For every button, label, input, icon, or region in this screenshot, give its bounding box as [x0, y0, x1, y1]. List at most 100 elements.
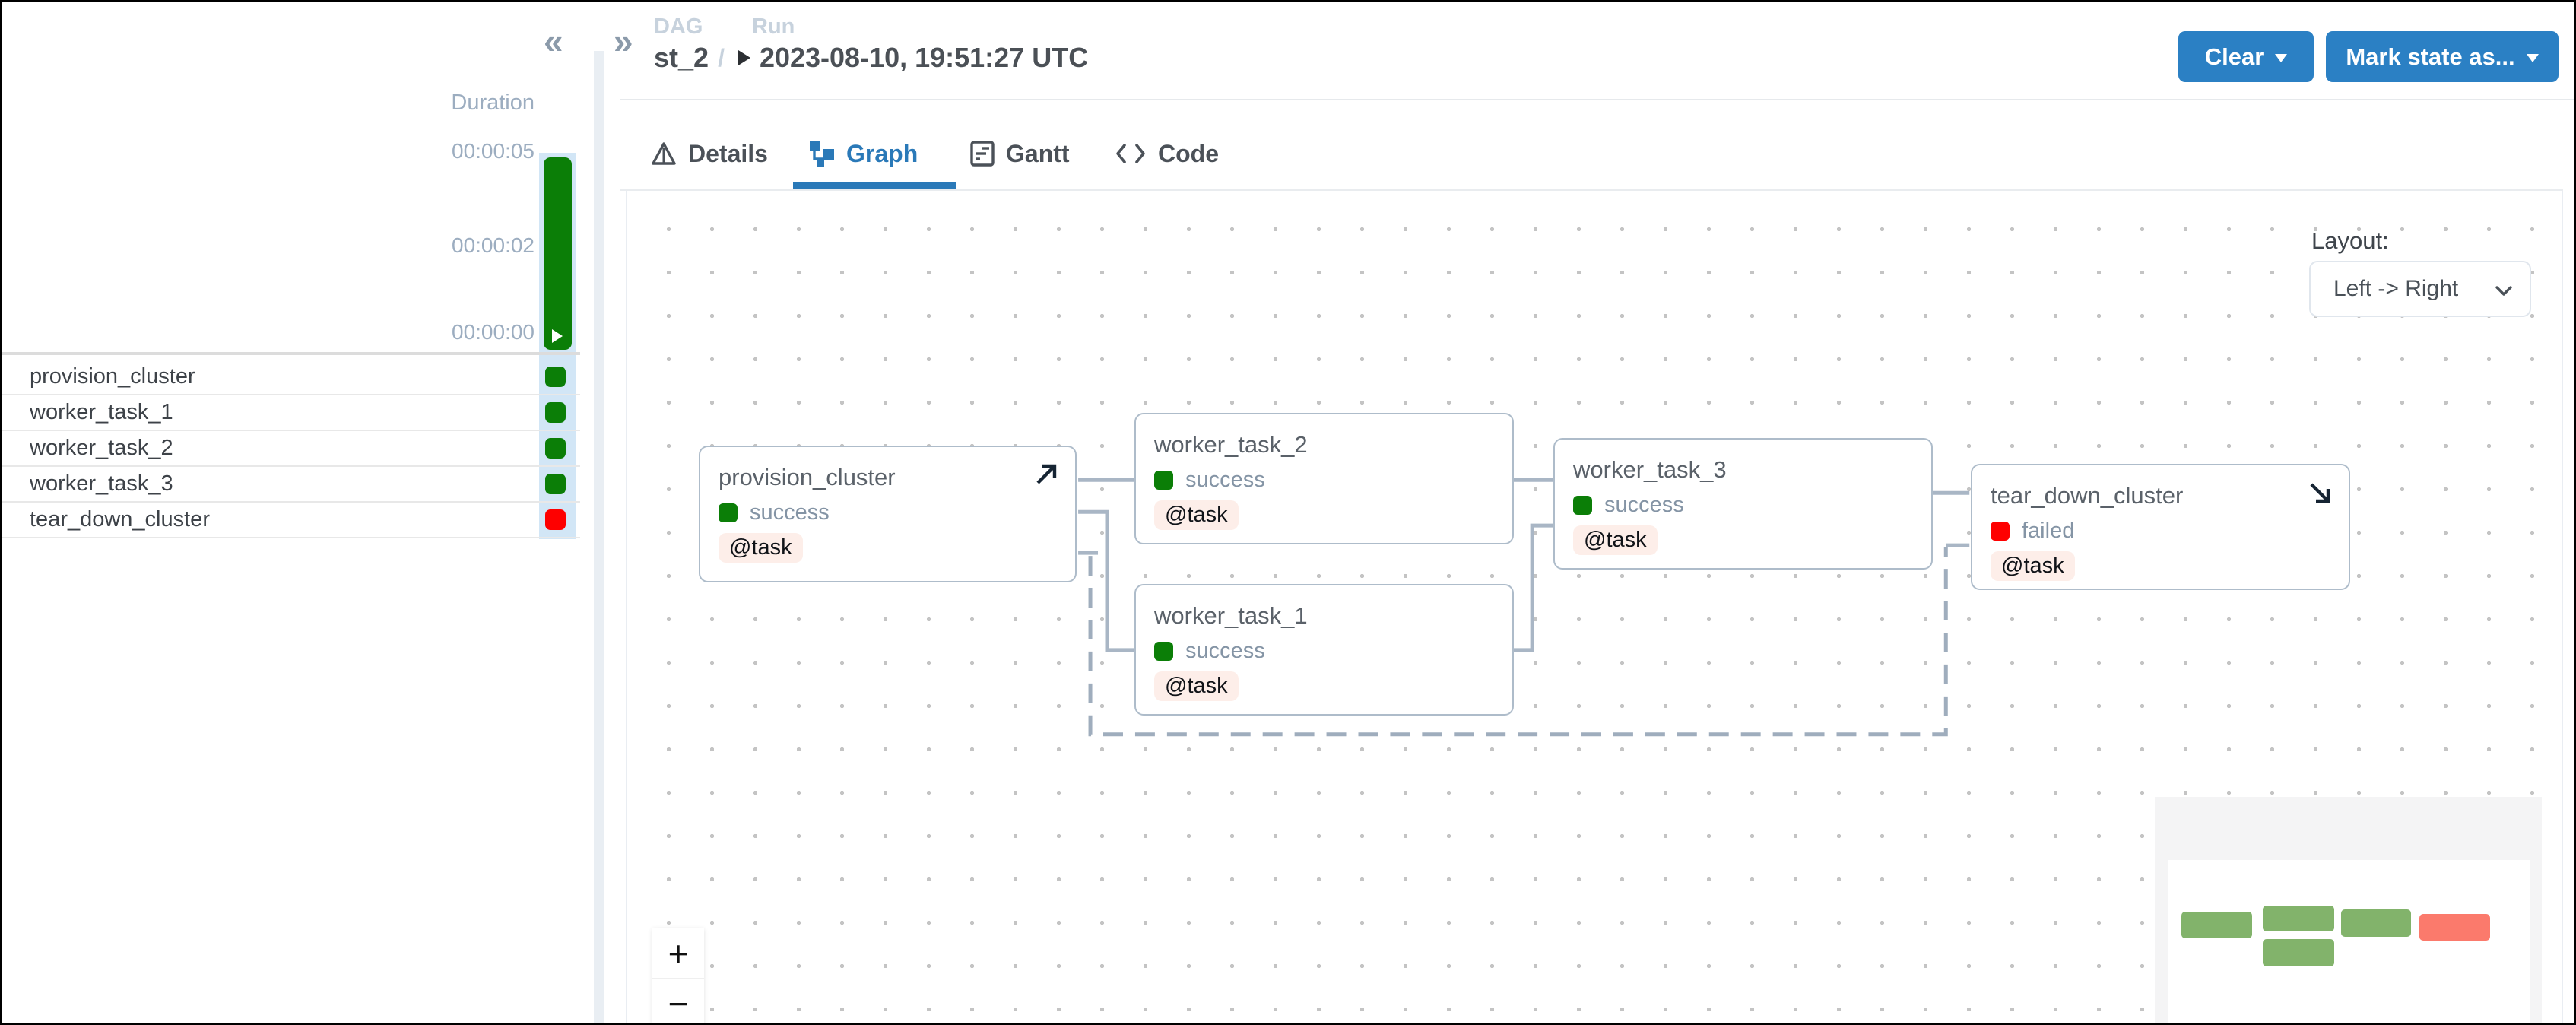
task-status-square[interactable]	[545, 438, 566, 459]
tab-label: Details	[688, 139, 768, 167]
node-title: worker_task_3	[1573, 456, 1727, 483]
task-row-tear-down-cluster[interactable]: tear_down_cluster	[2, 503, 580, 538]
mark-state-button-label: Mark state as...	[2346, 43, 2515, 70]
layout-label: Layout:	[2311, 227, 2389, 254]
header-divider	[620, 99, 2574, 100]
graph-minimap[interactable]	[2155, 797, 2542, 1023]
expand-down-right-icon[interactable]	[2306, 479, 2333, 506]
minimap-node-tear-down-cluster	[2419, 914, 2490, 941]
expand-panel-icon[interactable]: »	[614, 21, 633, 61]
expand-up-right-icon[interactable]	[1033, 461, 1060, 488]
tab-gantt[interactable]: Gantt	[969, 127, 1070, 180]
scheduled-run-icon	[738, 50, 750, 65]
minimap-node-worker-task-1	[2263, 939, 2334, 966]
minimap-node-worker-task-2	[2263, 906, 2334, 931]
graph-node-worker-task-1[interactable]: worker_task_1 success @task	[1134, 584, 1514, 716]
run-type-play-icon	[552, 329, 563, 343]
run-timestamp: 2023-08-10, 19:51:27 UTC	[759, 42, 1089, 73]
task-decorator-badge: @task	[1991, 551, 2075, 581]
tab-label: Graph	[846, 139, 918, 167]
task-status-square[interactable]	[545, 367, 566, 387]
details-icon	[652, 142, 676, 165]
duration-tick: 00:00:00	[452, 320, 535, 344]
graph-node-tear-down-cluster[interactable]: tear_down_cluster failed @task	[1971, 464, 2350, 590]
code-icon	[1116, 144, 1145, 163]
status-label: failed	[2022, 519, 2075, 543]
layout-select-value: Left -> Right	[2333, 276, 2459, 301]
task-name: worker_task_3	[30, 471, 173, 496]
task-decorator-badge: @task	[1154, 671, 1239, 701]
edge-provision-to-worker1	[1078, 509, 1134, 652]
minimap-node-worker-task-3	[2341, 909, 2411, 937]
graph-icon	[810, 141, 834, 167]
task-name: tear_down_cluster	[30, 507, 210, 532]
status-square	[1991, 522, 2010, 541]
tabs-divider	[620, 189, 2563, 191]
node-title: worker_task_2	[1154, 431, 1308, 458]
breadcrumb-run[interactable]: Run	[752, 14, 795, 39]
status-square	[1154, 471, 1173, 490]
edge-worker1-to-worker3	[1512, 523, 1553, 652]
status-label: success	[1185, 468, 1265, 492]
clear-button[interactable]: Clear	[2178, 31, 2314, 82]
duration-tick: 00:00:05	[452, 139, 535, 163]
task-row-provision-cluster[interactable]: provision_cluster	[2, 360, 580, 395]
task-list: provision_cluster worker_task_1 worker_t…	[2, 360, 580, 538]
minimap-node-provision-cluster	[2181, 912, 2252, 938]
task-name: provision_cluster	[30, 364, 195, 389]
mark-state-as-button[interactable]: Mark state as...	[2326, 31, 2559, 82]
tab-label: Gantt	[1006, 139, 1070, 167]
collapse-sidebar-icon[interactable]: «	[544, 21, 563, 61]
task-decorator-badge: @task	[1154, 500, 1239, 530]
graph-node-worker-task-2[interactable]: worker_task_2 success @task	[1134, 413, 1514, 544]
status-label: success	[1185, 639, 1265, 663]
task-row-worker-task-2[interactable]: worker_task_2	[2, 431, 580, 467]
dag-graph-canvas[interactable]: provision_cluster success @task worker_t…	[626, 191, 2563, 1023]
layout-select[interactable]: Left -> Right	[2309, 261, 2531, 317]
duration-tick: 00:00:02	[452, 233, 535, 257]
zoom-out-button[interactable]: −	[652, 979, 704, 1023]
breadcrumb-separator: /	[718, 43, 725, 71]
status-square	[1573, 496, 1592, 515]
dag-run-duration-bar[interactable]	[544, 157, 572, 350]
tab-code[interactable]: Code	[1114, 127, 1219, 180]
tab-details[interactable]: Details	[650, 127, 768, 180]
zoom-in-button[interactable]: +	[652, 928, 704, 979]
chevron-down-icon	[2275, 54, 2288, 62]
active-tab-indicator	[793, 182, 956, 189]
clear-button-label: Clear	[2204, 43, 2264, 70]
task-name: worker_task_1	[30, 400, 173, 424]
duration-axis-title: Duration	[451, 90, 535, 115]
status-square	[1154, 642, 1173, 661]
minimap-viewport[interactable]	[2168, 860, 2530, 1023]
chevron-down-icon	[2495, 286, 2512, 296]
breadcrumb-dag[interactable]: DAG	[654, 14, 703, 39]
chart-separator	[2, 352, 580, 355]
task-decorator-badge: @task	[1573, 525, 1658, 555]
task-row-worker-task-3[interactable]: worker_task_3	[2, 467, 580, 503]
status-label: success	[1604, 493, 1684, 517]
task-group-dashed-boundary	[1088, 547, 1948, 737]
task-name: worker_task_2	[30, 436, 173, 460]
task-status-square[interactable]	[545, 474, 566, 494]
status-label: success	[750, 500, 830, 525]
graph-node-worker-task-3[interactable]: worker_task_3 success @task	[1553, 438, 1933, 570]
dag-id-link[interactable]: st_2	[654, 42, 709, 73]
task-decorator-badge: @task	[719, 533, 803, 563]
tab-graph[interactable]: Graph	[808, 127, 918, 180]
task-row-worker-task-1[interactable]: worker_task_1	[2, 395, 580, 431]
dag-edges	[1078, 478, 1970, 737]
panel-divider[interactable]	[594, 51, 604, 1023]
gantt-icon	[970, 141, 995, 167]
grid-sidebar: Duration 00:00:05 00:00:02 00:00:00 prov…	[2, 2, 594, 1023]
node-title: tear_down_cluster	[1991, 482, 2184, 509]
task-status-square[interactable]	[545, 402, 566, 423]
breadcrumb: st_2 / 2023-08-10, 19:51:27 UTC	[654, 42, 1088, 74]
tab-label: Code	[1158, 139, 1219, 167]
chevron-down-icon	[2526, 54, 2539, 62]
graph-node-provision-cluster[interactable]: provision_cluster success @task	[699, 446, 1077, 582]
task-status-square[interactable]	[545, 509, 566, 530]
node-title: worker_task_1	[1154, 602, 1308, 629]
zoom-controls: + −	[652, 928, 704, 1023]
